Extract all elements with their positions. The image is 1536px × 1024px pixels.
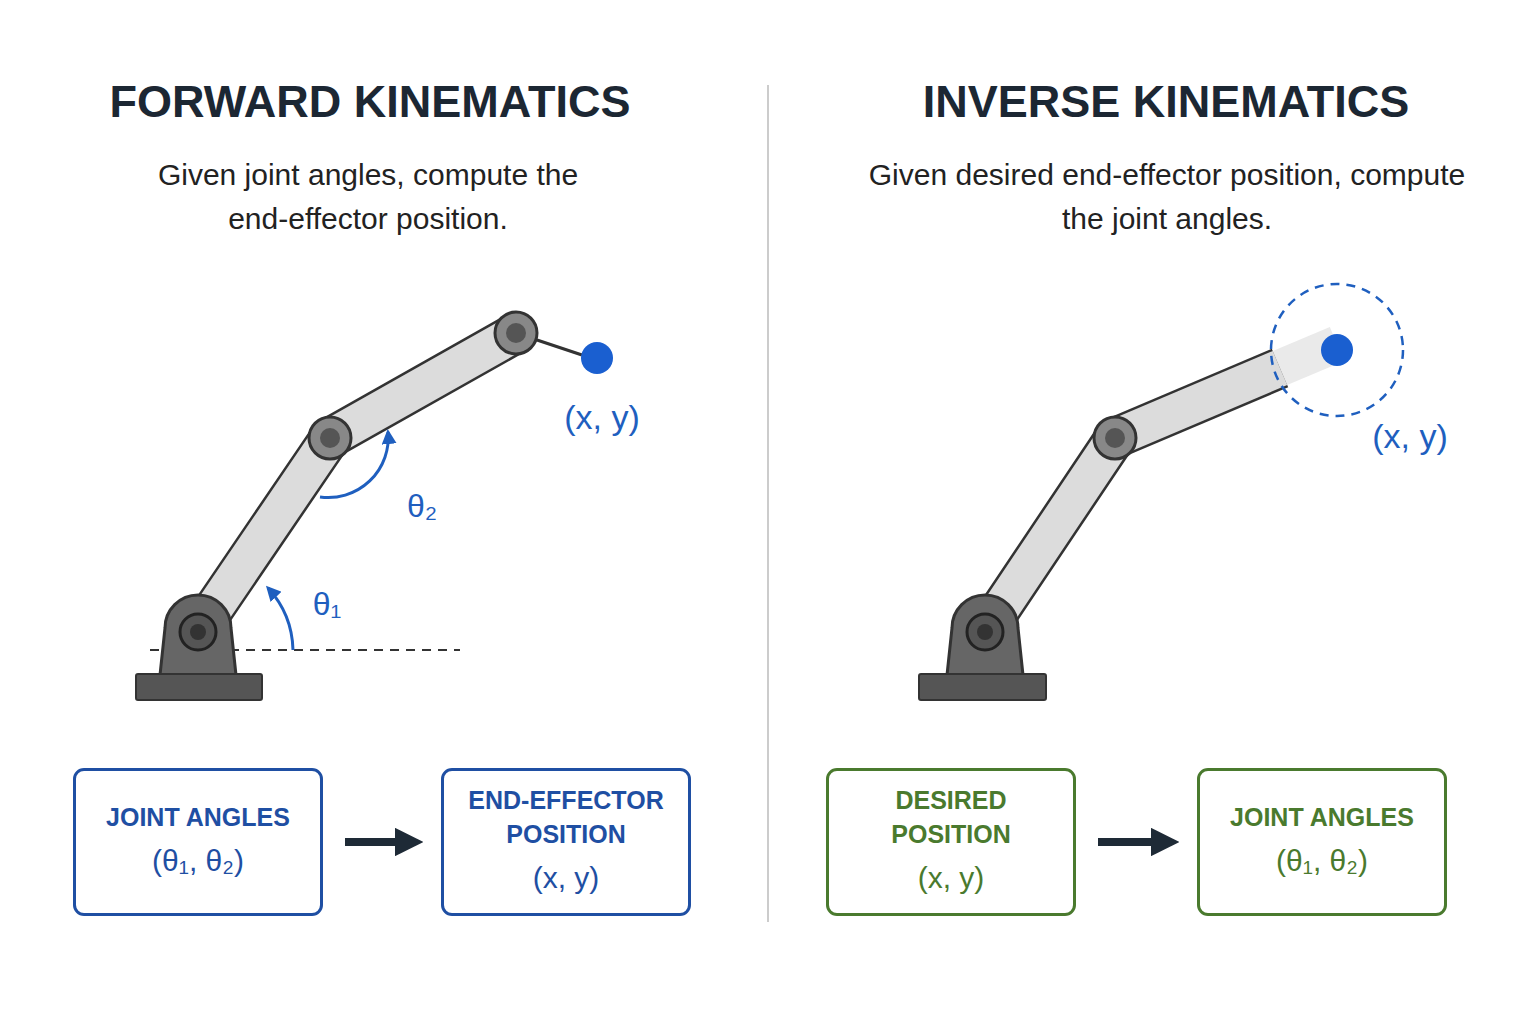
process-box: END-EFFECTOR POSITION(x, y) (441, 768, 691, 916)
angle-label: θ₂ (382, 483, 462, 529)
process-box: DESIRED POSITION(x, y) (826, 768, 1076, 916)
link-outline (1115, 368, 1280, 438)
target-dot (1321, 334, 1353, 366)
base-plate (136, 674, 262, 700)
joint-pin (1105, 428, 1125, 448)
joint (180, 614, 216, 650)
end-effector-dot (581, 342, 613, 374)
joint-pin (190, 624, 206, 640)
box-value: (x, y) (918, 855, 985, 900)
box-value: (x, y) (533, 855, 600, 900)
flow-arrow (1098, 838, 1165, 846)
base-pedestal (160, 595, 236, 675)
joint (1094, 417, 1136, 459)
panel-heading: INVERSE KINEMATICS (806, 69, 1526, 134)
angle-label: θ₁ (287, 581, 367, 627)
joint (967, 614, 1003, 650)
base-plate (919, 674, 1046, 700)
joint (495, 312, 537, 354)
panel-heading: FORWARD KINEMATICS (20, 69, 720, 134)
box-heading: JOINT ANGLES (1230, 801, 1414, 835)
box-value: (θ₁, θ₂) (152, 838, 244, 883)
panel-subtitle: Given joint angles, compute the end-effe… (133, 153, 603, 240)
panel-divider (767, 85, 769, 922)
joint-pin (977, 624, 993, 640)
process-box: JOINT ANGLES(θ₁, θ₂) (73, 768, 323, 916)
position-label: (x, y) (522, 393, 682, 442)
inverse-arm (919, 284, 1403, 700)
angle-arc (320, 432, 388, 498)
panel-subtitle: Given desired end-effector position, com… (857, 153, 1477, 240)
joint-pin (506, 323, 526, 343)
position-label: (x, y) (1330, 412, 1490, 461)
joint-pin (320, 428, 340, 448)
box-heading: DESIRED POSITION (841, 784, 1061, 852)
link-outline (330, 333, 516, 438)
base-pedestal (947, 595, 1023, 675)
joint (309, 417, 351, 459)
angle-arc (268, 588, 293, 650)
box-value: (θ₁, θ₂) (1276, 838, 1368, 883)
flow-arrow (345, 838, 409, 846)
link-two (330, 333, 516, 438)
process-box: JOINT ANGLES(θ₁, θ₂) (1197, 768, 1447, 916)
box-heading: JOINT ANGLES (106, 801, 290, 835)
target-circle (1271, 284, 1403, 416)
forward-arm (136, 312, 613, 700)
box-heading: END-EFFECTOR POSITION (456, 784, 676, 852)
link-two (1115, 368, 1280, 438)
